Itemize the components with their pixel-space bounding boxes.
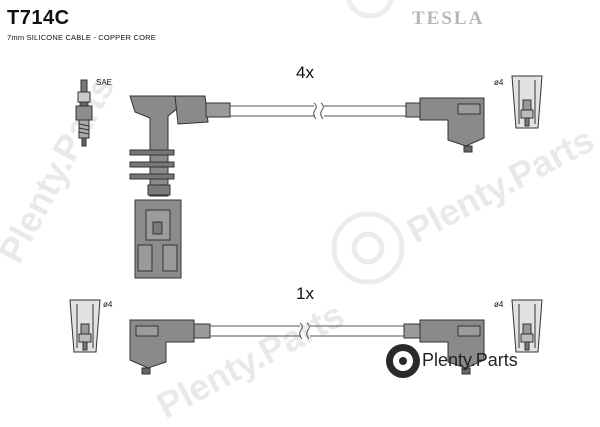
brand-logo: TESLA <box>412 8 485 29</box>
bottom-lead-cable <box>210 322 406 340</box>
spark-plug-icon <box>75 79 93 147</box>
terminal-bottom-left-icon <box>69 299 101 353</box>
terminal-top-right-label: ø4 <box>494 78 504 87</box>
terminal-bottom-right-label: ø4 <box>494 300 504 309</box>
watermark-disc-icon-top <box>346 0 394 19</box>
terminal-bottom-right-icon <box>511 299 543 353</box>
part-number: T714C <box>7 7 70 29</box>
terminal-bottom-left-label: ø4 <box>103 300 113 309</box>
plenty-parts-logo-icon <box>386 344 420 378</box>
terminal-top-right-icon <box>511 75 543 129</box>
cable-description: 7mm SILICONE CABLE - COPPER CORE <box>7 33 156 42</box>
bottom-lead-quantity: 1x <box>296 284 314 303</box>
top-lead-quantity: 4x <box>296 63 314 82</box>
ignition-lead-diagram <box>69 0 543 378</box>
top-lead-cable <box>230 102 408 120</box>
spark-plug-label: SAE <box>96 78 113 87</box>
top-lead-plug-boot <box>129 95 231 279</box>
plenty-parts-logo-text: Plenty.Parts <box>422 350 518 370</box>
top-lead-coil-boot <box>405 97 485 153</box>
bottom-lead-left-boot <box>129 319 211 375</box>
watermark-disc-icon <box>331 211 405 285</box>
bottom-lead-right-boot <box>403 319 485 375</box>
